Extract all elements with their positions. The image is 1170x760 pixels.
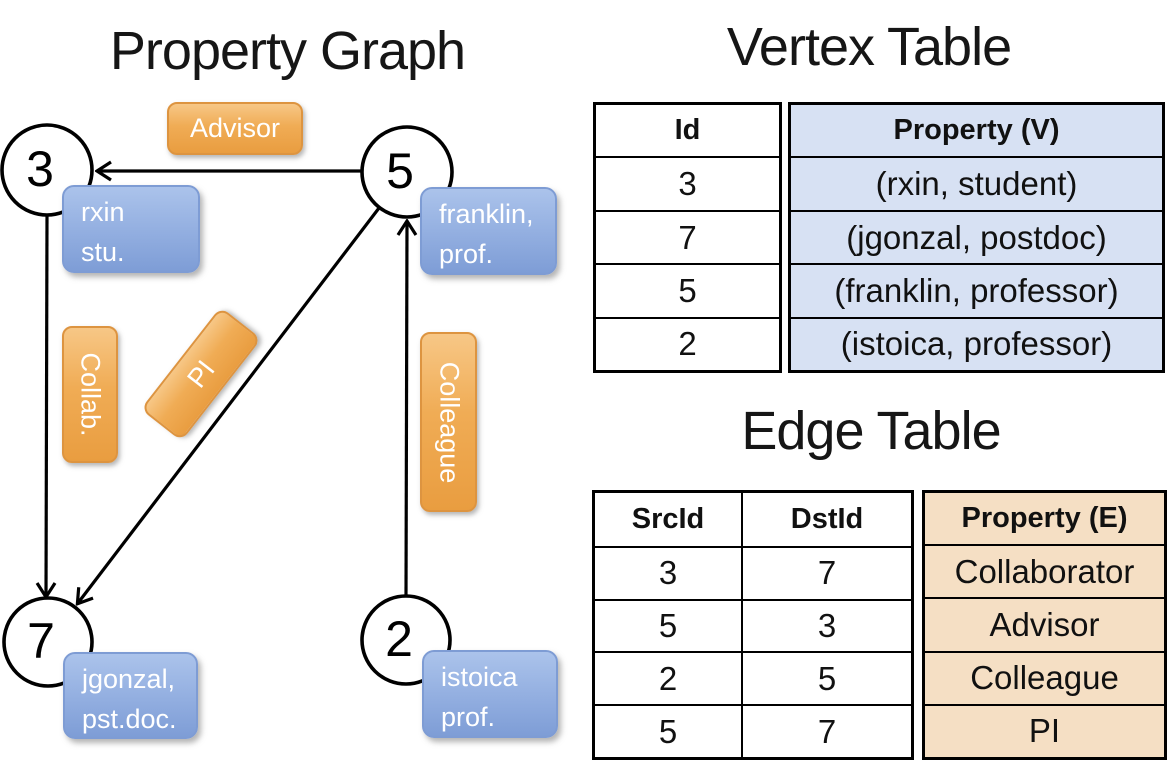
vertex-table-id-column: Id 3 7 5 2 (593, 102, 782, 373)
edge-table-dstid-cell: 3 (741, 598, 911, 652)
edge-table: SrcId DstId 3 7 5 3 2 5 5 7 Property (E)… (592, 490, 1167, 760)
edge-table-header-srcid: SrcId (631, 502, 705, 535)
edge-table-srcid-cell: 3 (595, 545, 741, 599)
vertex-table: Id 3 7 5 2 Property (V) (rxin, student) … (593, 102, 1165, 373)
vertex-table-id-cell: 2 (596, 316, 779, 370)
node-id-5: 5 (386, 143, 414, 199)
vertex-table-id-cell: 3 (596, 156, 779, 209)
edge-table-title: Edge Table (741, 401, 1001, 461)
edge-arrow-colleague-2-to-5 (406, 222, 407, 596)
edge-label-colleague-text: Colleague (434, 361, 464, 483)
edge-label-colleague: Colleague (420, 332, 477, 512)
vertex-box-rxin-line1: rxin (81, 197, 125, 227)
edge-label-pi-text: PI (180, 354, 221, 393)
property-graph-title: Property Graph (109, 21, 466, 81)
node-id-3: 3 (26, 141, 54, 197)
vertex-box-franklin: franklin, prof. (420, 187, 557, 275)
edge-label-advisor: Advisor (167, 102, 303, 155)
vertex-table-title: Vertex Table (726, 17, 1012, 77)
edge-table-property-cell: Colleague (925, 650, 1164, 704)
vertex-table-property-cell: (istoica, professor) (791, 316, 1162, 370)
vertex-box-rxin-line2: stu. (81, 237, 125, 267)
vertex-box-jgonzal-line1: jgonzal, (82, 664, 176, 694)
edge-table-dstid-cell: 7 (741, 704, 911, 757)
edge-table-header-property: Property (E) (961, 502, 1128, 535)
vertex-table-property-column: Property (V) (rxin, student) (jgonzal, p… (788, 102, 1165, 373)
edge-table-property-cell: Collaborator (925, 544, 1164, 597)
edge-table-property-cell: PI (925, 703, 1164, 757)
vertex-table-header-property: Property (V) (893, 114, 1060, 147)
vertex-box-franklin-line1: franklin, (439, 199, 534, 229)
edge-table-src-dst-columns: SrcId DstId 3 7 5 3 2 5 5 7 (592, 490, 914, 760)
edge-table-srcid-cell: 5 (595, 598, 741, 652)
edge-table-srcid-cell: 5 (595, 704, 741, 757)
edge-table-header-dstid: DstId (741, 493, 911, 546)
vertex-box-istoica: istoica prof. (422, 650, 558, 738)
node-id-2: 2 (385, 611, 413, 667)
vertex-box-istoica-line1: istoica (441, 662, 518, 692)
node-id-7: 7 (27, 613, 55, 669)
edge-arrow-pi-5-to-7 (78, 207, 381, 603)
vertex-box-istoica-line2: prof. (441, 702, 496, 732)
vertex-table-property-cell: (jgonzal, postdoc) (791, 209, 1162, 263)
edge-label-advisor-text: Advisor (189, 113, 281, 143)
edge-label-collab-text: Collab. (75, 352, 106, 437)
vertex-table-header-id: Id (674, 114, 701, 147)
edge-arrow-collab-3-to-7 (46, 215, 47, 596)
vertex-box-franklin-line2: prof. (439, 239, 494, 269)
edge-table-property-cell: Advisor (925, 597, 1164, 650)
vertex-box-rxin: rxin stu. (62, 185, 200, 273)
edge-table-property-column: Property (E) Collaborator Advisor Collea… (922, 490, 1167, 760)
edge-table-dstid-cell: 7 (741, 545, 911, 599)
vertex-table-property-cell: (franklin, professor) (791, 263, 1162, 316)
edge-label-collab: Collab. (62, 326, 118, 463)
vertex-box-jgonzal-line2: pst.doc. (82, 704, 177, 734)
vertex-table-id-cell: 7 (596, 209, 779, 263)
edge-table-srcid-cell: 2 (595, 651, 741, 704)
vertex-table-property-cell: (rxin, student) (791, 156, 1162, 209)
vertex-table-id-cell: 5 (596, 263, 779, 316)
edge-table-dstid-cell: 5 (741, 651, 911, 705)
vertex-box-jgonzal: jgonzal, pst.doc. (63, 652, 198, 739)
